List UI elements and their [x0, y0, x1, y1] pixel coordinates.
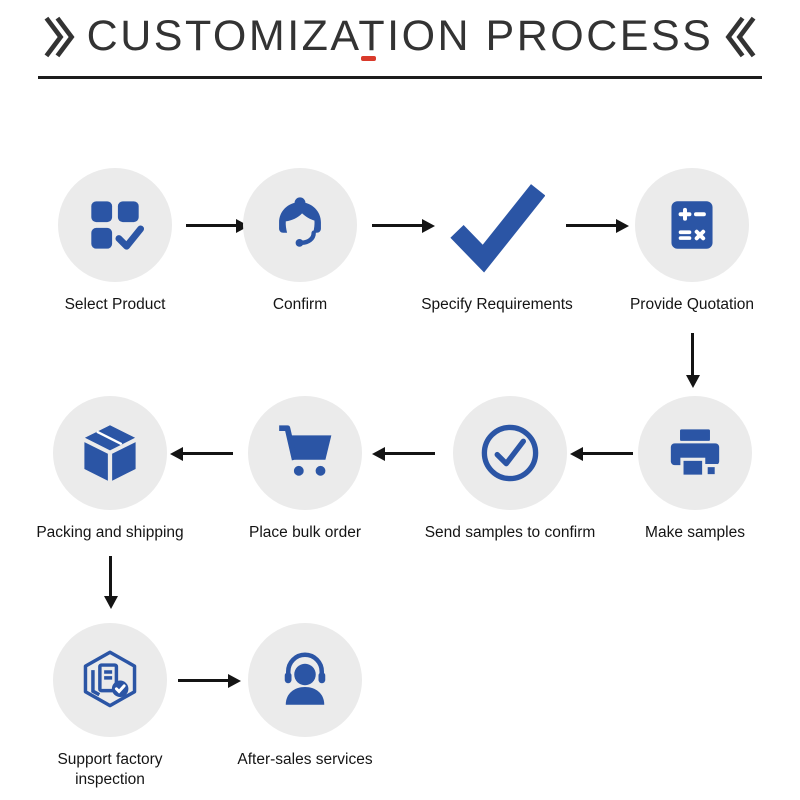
check-circle-icon	[481, 424, 539, 482]
step-circle	[248, 396, 362, 510]
step-make-samples: Make samples	[610, 396, 780, 543]
step-iconbox	[440, 168, 554, 282]
factory-inspection-icon	[83, 650, 137, 708]
arrow-left	[183, 452, 233, 455]
step-confirm: Confirm	[215, 168, 385, 315]
double-chevron-right-icon	[44, 16, 75, 57]
step-send-samples: Send samples to confirm	[405, 396, 615, 543]
double-chevron-left-icon	[725, 16, 756, 57]
step-label: Make samples	[645, 524, 745, 541]
step-label: Packing and shipping	[36, 524, 184, 541]
headset-person-icon	[284, 652, 326, 705]
arrow-down	[691, 333, 694, 375]
step-packing-shipping: Packing and shipping	[25, 396, 195, 543]
step-label: Send samples to confirm	[424, 524, 596, 541]
step-label: Support factory inspection	[57, 751, 163, 789]
step-circle	[453, 396, 567, 510]
step-circle	[53, 396, 167, 510]
arrow-left	[583, 452, 633, 455]
step-label: Place bulk order	[248, 524, 361, 541]
step-specify-requirements: Specify Requirements	[412, 168, 582, 315]
step-label: Specify Requirements	[421, 296, 573, 313]
arrow-right	[178, 679, 228, 682]
calculator-icon	[671, 201, 713, 249]
header: CUSTOMIZATION PROCESS	[0, 12, 800, 61]
step-circle	[58, 168, 172, 282]
step-circle	[248, 623, 362, 737]
step-select-product: Select Product	[30, 168, 200, 315]
step-place-bulk-order: Place bulk order	[220, 396, 390, 543]
step-circle	[638, 396, 752, 510]
product-grid-check-icon	[91, 201, 144, 250]
title-underline	[38, 76, 762, 79]
arrow-left	[385, 452, 435, 455]
step-label: Provide Quotation	[629, 296, 755, 313]
arrow-down	[109, 556, 112, 596]
arrow-right	[186, 224, 236, 227]
step-circle	[635, 168, 749, 282]
step-factory-inspection: Support factory inspection	[35, 623, 185, 790]
step-label: Select Product	[64, 296, 166, 313]
shopping-cart-icon	[279, 425, 332, 476]
step-circle	[53, 623, 167, 737]
title-red-mark	[361, 56, 376, 61]
package-box-icon	[84, 425, 136, 481]
step-provide-quotation: Provide Quotation	[607, 168, 777, 315]
step-circle	[243, 168, 357, 282]
printer-icon	[670, 429, 720, 478]
arrow-right	[372, 224, 422, 227]
arrow-right	[566, 224, 616, 227]
step-label: After-sales services	[237, 751, 373, 768]
checkmark-icon	[450, 184, 545, 273]
step-label: Confirm	[272, 296, 328, 313]
step-after-sales: After-sales services	[210, 623, 400, 770]
page-title: CUSTOMIZATION PROCESS	[86, 12, 714, 60]
customer-service-icon	[279, 197, 321, 247]
